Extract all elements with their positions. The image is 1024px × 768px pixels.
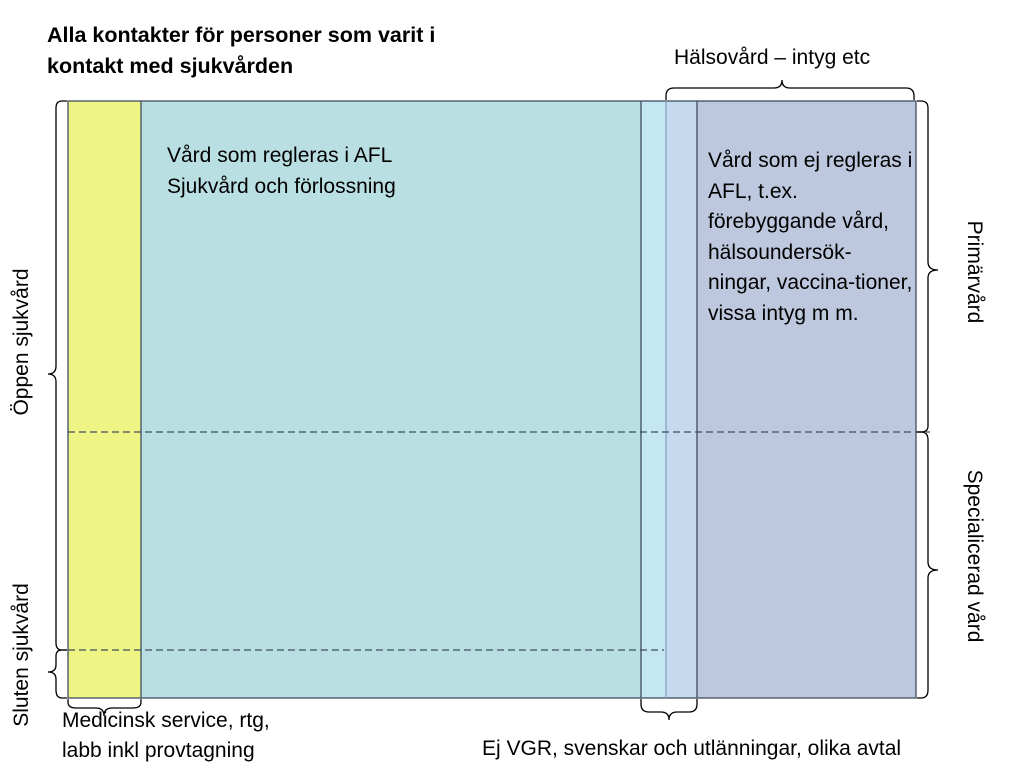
non-afl-label: Vård som ej regleras i AFL, t.ex. föreby… [708,149,913,325]
afl-label-line2: Sjukvård och förlossning [167,175,396,198]
afl-label-line1: Vård som regleras i AFL [167,144,393,167]
region-non-vgr [641,101,666,698]
brace-halsovard [665,79,915,100]
brace-closed-care [47,649,67,699]
label-non-vgr: Ej VGR, svenskar och utlänningar, olika … [482,737,902,760]
region-non-afl-care [697,101,916,698]
medical-service-line1: Medicinsk service, rtg, [62,709,270,732]
label-primary-care: Primärvård [963,220,986,324]
outer-border [67,100,917,699]
region-overlap [666,101,697,698]
label-closed-care: Sluten sjukvård [10,583,33,727]
brace-non-vgr [640,699,698,721]
label-halsovard: Hälsovård – intyg etc [674,46,871,69]
brace-primary-care [917,100,939,433]
label-open-care: Öppen sjukvård [10,268,33,416]
brace-medical-service [67,699,142,717]
brace-specialized-care [917,431,939,699]
region-medical-service [68,101,141,698]
brace-open-care [47,100,67,651]
medical-service-line2: labb inkl provtagning [62,739,255,762]
diagram-title: Alla kontakter för personer som varit i … [47,23,436,78]
label-specialized-care: Specialicerad vård [963,469,986,643]
region-afl-care [141,101,641,698]
